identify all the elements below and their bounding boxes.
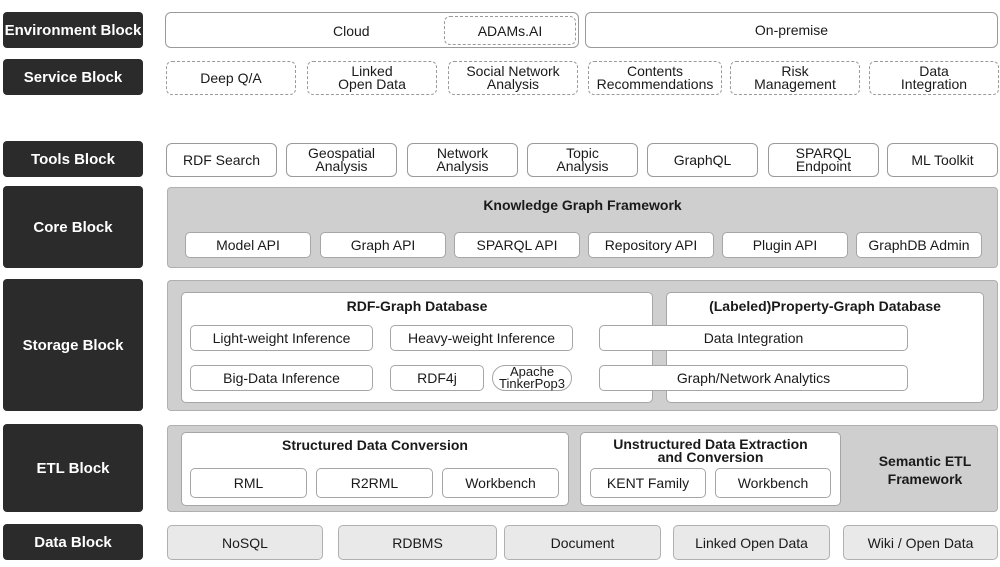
data-linked-open-data: Linked Open Data	[673, 525, 830, 560]
adams-ai-box: ADAMs.AI	[444, 16, 576, 45]
graph-network-analytics: Graph/Network Analytics	[599, 365, 908, 391]
apache-tinkerpop3: Apache TinkerPop3	[492, 365, 572, 391]
data-integration: Data Integration	[599, 325, 908, 351]
semantic-etl-line1: Semantic ETL	[878, 453, 972, 469]
service-data-integration-line2: Integration	[900, 76, 968, 92]
semantic-etl-line2: Framework	[887, 470, 963, 487]
rml: RML	[190, 468, 307, 498]
knowledge-graph-framework-title: Knowledge Graph Framework	[483, 197, 682, 213]
api-plugin: Plugin API	[722, 232, 848, 258]
tool-rdf-search-line1: RDF Search	[182, 151, 261, 168]
heavy-weight-inference: Heavy-weight Inference	[390, 325, 573, 351]
service-data-integration-line1: Data	[919, 63, 949, 80]
tool-ml-toolkit-line1: ML Toolkit	[911, 151, 974, 168]
data-rdbms: RDBMS	[338, 525, 497, 560]
property-graph-database-title: (Labeled)Property-Graph Database	[709, 298, 941, 314]
api-graphdb-admin: GraphDB Admin	[856, 232, 982, 258]
tool-geospatial-line1: Geospatial	[308, 145, 375, 162]
structured-data-conversion-title: Structured Data Conversion	[282, 437, 468, 453]
unstructured-title-line1: Unstructured Data Extraction	[613, 436, 808, 452]
api-repository: Repository API	[588, 232, 714, 258]
unstructured-title-line2: and Conversion	[657, 448, 764, 465]
core-block-label: Core Block	[3, 186, 143, 268]
on-premise-box: On-premise	[585, 12, 998, 48]
unstructured-data-extraction-title: Unstructured Data Extraction and Convers…	[580, 436, 841, 465]
data-block-label: Data Block	[3, 524, 143, 560]
service-contents-line1: Contents	[626, 63, 684, 80]
service-risk-line2: Management	[754, 76, 836, 92]
data-document: Document	[504, 525, 661, 560]
big-data-inference: Big-Data Inference	[190, 365, 373, 391]
environment-block-label: Environment Block	[3, 12, 143, 48]
service-linked-open-data-line1: Linked	[351, 63, 393, 80]
tool-topic-line1: Topic	[566, 145, 599, 162]
tool-geospatial-line2: Analysis	[315, 158, 368, 174]
data-nosql: NoSQL	[167, 525, 323, 560]
service-deep-qa: Deep Q/A	[166, 61, 296, 95]
tools-block-label: Tools Block	[3, 141, 143, 177]
cloud-label: Cloud	[333, 23, 370, 39]
storage-block-label: Storage Block	[3, 279, 143, 411]
tool-topic-line2: Analysis	[556, 158, 609, 174]
tool-graphql: GraphQL	[647, 143, 758, 177]
tool-sparql-line2: Endpoint	[795, 158, 852, 174]
etl-block-label: ETL Block	[3, 424, 143, 512]
service-social-network-line2: Analysis	[486, 76, 540, 92]
tinkerpop-line1: Apache	[509, 364, 555, 380]
r2rml: R2RML	[316, 468, 433, 498]
service-risk-line1: Risk	[781, 63, 809, 80]
unstructured-workbench: Workbench	[715, 468, 831, 498]
light-weight-inference: Light-weight Inference	[190, 325, 373, 351]
tool-sparql-line1: SPARQL	[795, 145, 852, 162]
service-deep-qa-line1: Deep Q/A	[200, 69, 262, 86]
semantic-etl-framework-title: Semantic ETL Framework	[850, 453, 1000, 488]
tool-ml-toolkit: ML Toolkit	[887, 143, 998, 177]
rdf4j: RDF4j	[390, 365, 484, 391]
tool-network-line1: Network	[436, 145, 489, 162]
service-contents-line2: Recommendations	[596, 76, 714, 92]
tool-graphql-line1: GraphQL	[673, 151, 732, 168]
service-linked-open-data-line2: Open Data	[338, 76, 406, 92]
service-social-network-line1: Social Network	[466, 63, 560, 80]
api-graph: Graph API	[320, 232, 446, 258]
tool-rdf-search: RDF Search	[166, 143, 277, 177]
service-block-label: Service Block	[3, 59, 143, 95]
data-wiki-open-data: Wiki / Open Data	[843, 525, 998, 560]
rdf-graph-database-title: RDF-Graph Database	[346, 298, 488, 314]
structured-workbench: Workbench	[442, 468, 559, 498]
api-model: Model API	[185, 232, 311, 258]
tinkerpop-line2: TinkerPop3	[499, 376, 565, 391]
tool-network-line2: Analysis	[436, 158, 489, 174]
api-sparql: SPARQL API	[454, 232, 580, 258]
kent-family: KENT Family	[590, 468, 706, 498]
